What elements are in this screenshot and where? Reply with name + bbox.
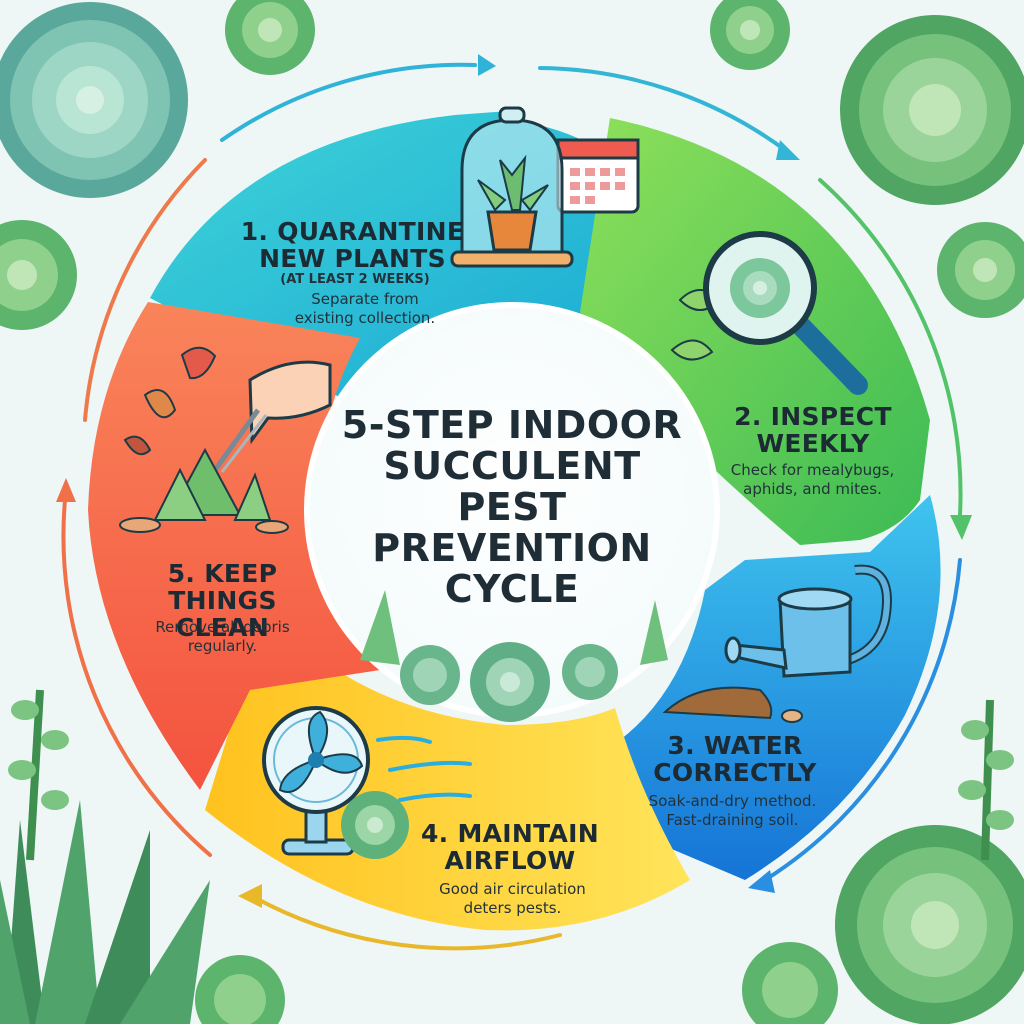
decorative-succulent-bottom-left — [0, 689, 285, 1024]
glass-cloche-plant-calendar-icon — [450, 106, 640, 268]
step-1-subtitle: (AT LEAST 2 WEEKS) — [280, 272, 430, 287]
arrow-heads — [56, 54, 972, 908]
step-2-title: 2. INSPECT WEEKLY — [734, 402, 892, 458]
step-5-title: 5. KEEP THINGS CLEAN — [167, 559, 278, 642]
watering-can-icon — [662, 564, 892, 723]
magnifying-glass-icon — [670, 231, 868, 395]
step-1-title: 1. QUARANTINE NEW PLANTS — [240, 217, 465, 273]
step-5-description: Remove all debris regularly. — [155, 618, 290, 655]
decorative-succulent-top-middle — [225, 0, 790, 75]
step-3-description: Soak-and-dry method. Fast-draining soil. — [648, 792, 817, 829]
decorative-succulent-top-left — [0, 2, 188, 198]
step-1-description: Separate from existing collection. — [294, 290, 436, 327]
segment-water — [615, 495, 941, 880]
segment-clean — [88, 302, 380, 790]
center-succulents — [360, 590, 668, 722]
decorative-succulent-left — [0, 220, 77, 330]
cycle-arrows — [61, 62, 963, 951]
decorative-succulent-bottom-right — [742, 699, 1024, 1024]
diagram-title: 5-STEP INDOOR SUCCULENT PEST PREVENTION … — [341, 403, 683, 611]
decorative-succulent-right — [937, 222, 1024, 318]
decorative-succulent-top-right — [840, 15, 1024, 205]
fan-icon — [262, 706, 472, 859]
step-3-title: 3. WATER CORRECTLY — [653, 731, 817, 787]
tweezers-debris-icon — [119, 346, 332, 534]
step-4-title: 4. MAINTAIN AIRFLOW — [420, 819, 600, 875]
step-2-description: Check for mealybugs, aphids, and mites. — [730, 461, 895, 498]
step-4-description: Good air circulation deters pests. — [439, 880, 586, 917]
